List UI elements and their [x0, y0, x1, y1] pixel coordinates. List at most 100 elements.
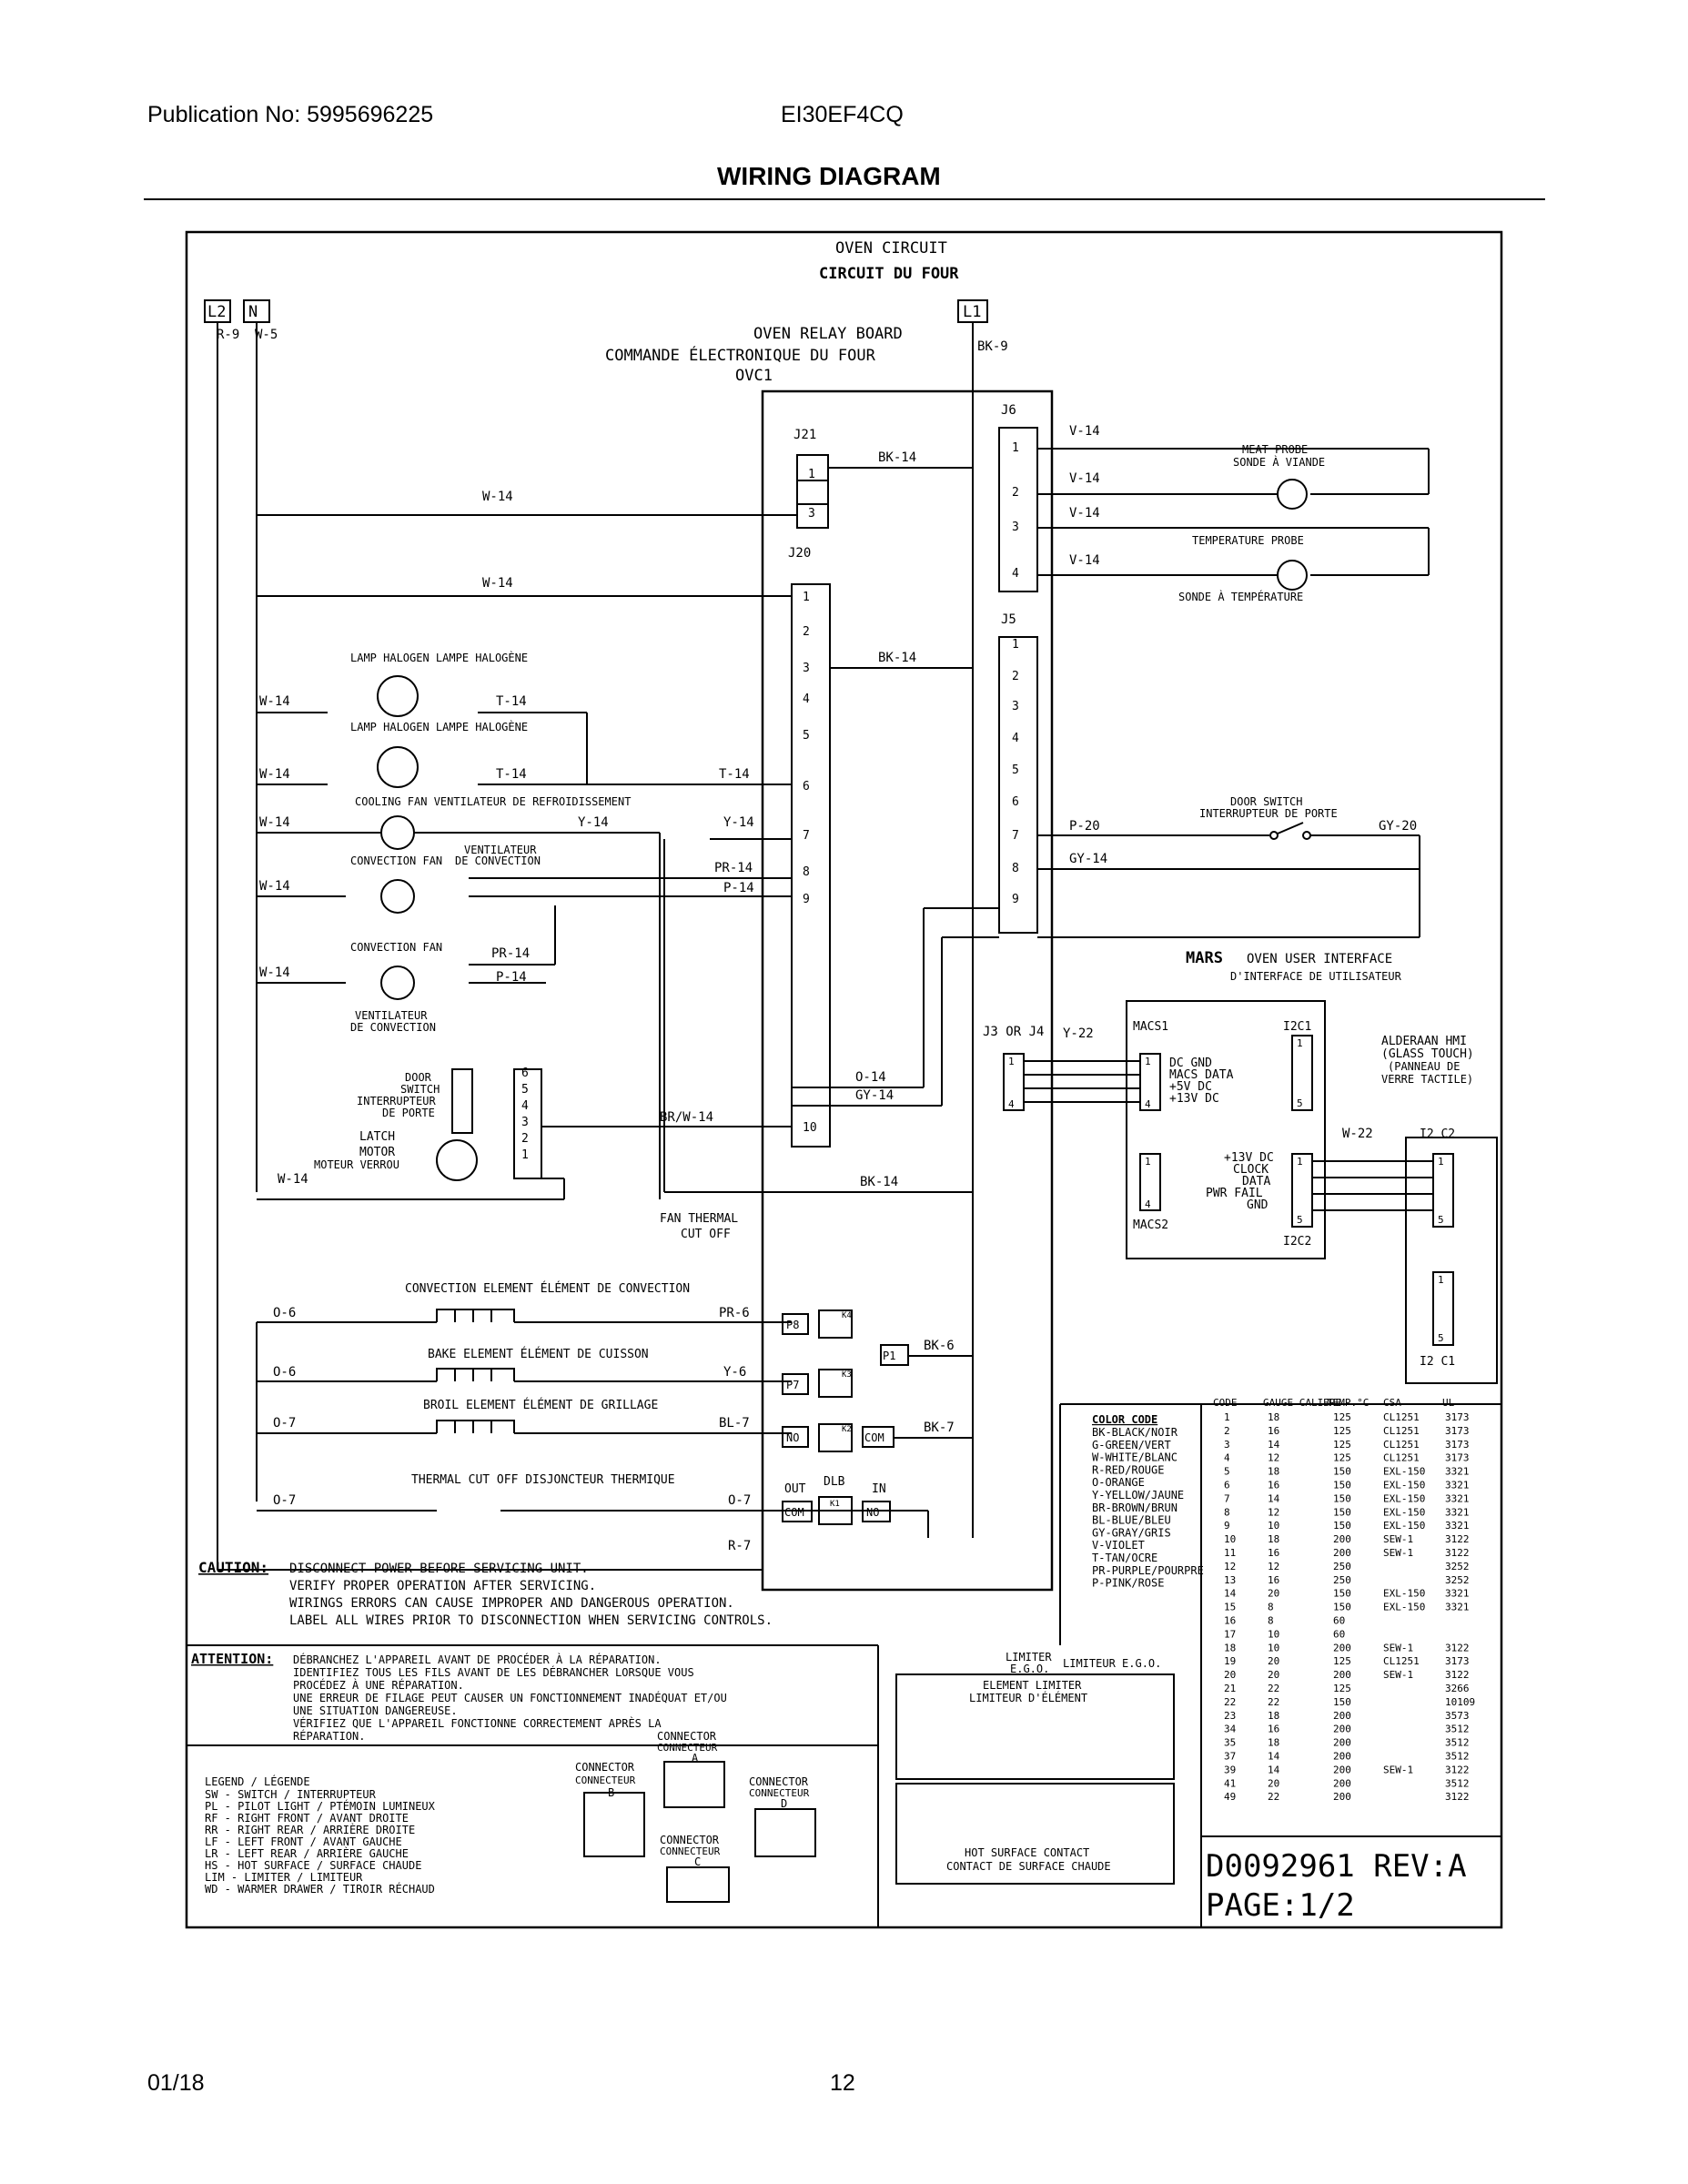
color-code-entry: P-PINK/ROSE [1092, 1577, 1164, 1590]
pin-label: 6 [1012, 795, 1019, 809]
pin-label: 9 [1012, 893, 1019, 906]
pin-labels: 1312345678910123412345678965432114141515… [521, 441, 1444, 1344]
gauge-header: UL [1442, 1397, 1455, 1409]
gauge-cell: 3173 [1445, 1411, 1470, 1423]
oven-relay-board [761, 389, 1054, 1592]
svg-text:BK-9: BK-9 [977, 339, 1008, 354]
svg-text:B: B [608, 1786, 614, 1799]
gauge-cell: 13 [1224, 1574, 1236, 1586]
svg-text:CONNECTEUR: CONNECTEUR [660, 1845, 721, 1857]
svg-text:OUT: OUT [784, 1482, 806, 1496]
svg-text:CLOCK: CLOCK [1233, 1163, 1269, 1177]
pin-label: 7 [1012, 829, 1019, 843]
connector-a-icon [663, 1761, 725, 1808]
svg-text:BK-14: BK-14 [878, 651, 916, 665]
svg-text:P-14: P-14 [496, 970, 527, 985]
svg-text:BK-14: BK-14 [878, 450, 916, 465]
svg-text:Y-14: Y-14 [723, 815, 754, 830]
gauge-cell: 3321 [1445, 1520, 1470, 1532]
latch-connector [513, 1068, 542, 1179]
svg-text:W-5: W-5 [255, 328, 278, 342]
gauge-cell: CL1251 [1383, 1439, 1420, 1451]
svg-text:INTERRUPTEUR: INTERRUPTEUR [357, 1095, 436, 1107]
gauge-cell: 125 [1333, 1411, 1351, 1423]
svg-text:D: D [781, 1797, 787, 1810]
pin-label: 1 [1145, 1056, 1151, 1067]
gauge-cell: 250 [1333, 1561, 1351, 1572]
gauge-cell: 16 [1224, 1615, 1236, 1627]
gauge-cell: 150 [1333, 1480, 1351, 1491]
gauge-cell: 150 [1333, 1466, 1351, 1478]
svg-text:W-14: W-14 [259, 694, 290, 709]
svg-text:Y-22: Y-22 [1063, 1026, 1094, 1041]
svg-text:DÉBRANCHEZ L'APPAREIL AVANT DE: DÉBRANCHEZ L'APPAREIL AVANT DE PROCÉDER … [293, 1653, 662, 1666]
svg-text:I2C1: I2C1 [1283, 1020, 1311, 1034]
pin-label: 5 [1438, 1214, 1444, 1226]
svg-text:GY-14: GY-14 [855, 1088, 894, 1103]
gauge-cell: 10 [1268, 1642, 1279, 1653]
svg-text:P-20: P-20 [1069, 819, 1100, 834]
svg-text:V-14: V-14 [1069, 471, 1100, 486]
gauge-cell: SEW-1 [1383, 1669, 1413, 1681]
svg-text:T-14: T-14 [719, 767, 750, 782]
svg-text:LAMP HALOGEN LAMPE HALOGÈNE: LAMP HALOGEN LAMPE HALOGÈNE [350, 651, 528, 664]
connector-j21 [796, 454, 829, 529]
color-code-entry: Y-YELLOW/JAUNE [1092, 1489, 1184, 1502]
svg-text:+13V DC: +13V DC [1224, 1151, 1274, 1165]
gauge-cell: 125 [1333, 1655, 1351, 1667]
svg-text:BROIL ELEMENT ÉLÉMENT DE GRILL: BROIL ELEMENT ÉLÉMENT DE GRILLAGE [423, 1398, 658, 1412]
gauge-cell: 3122 [1445, 1642, 1470, 1653]
connector-j6 [998, 427, 1038, 592]
svg-text:BAKE ELEMENT ÉLÉMENT DE CUISS: BAKE ELEMENT ÉLÉMENT DE CUISSON [428, 1347, 649, 1361]
svg-text:W-14: W-14 [278, 1172, 308, 1187]
page-title: WIRING DIAGRAM [717, 162, 941, 190]
gauge-cell: 19 [1224, 1655, 1236, 1667]
svg-text:MACS1: MACS1 [1133, 1020, 1168, 1034]
gauge-cell: 34 [1224, 1724, 1237, 1735]
relay-no [782, 1426, 809, 1448]
svg-text:E.G.O.: E.G.O. [1010, 1663, 1049, 1675]
relay-p8 [782, 1313, 809, 1335]
footer-page-number: 12 [830, 2070, 855, 2096]
pin-label: 8 [1012, 862, 1019, 875]
pin-label: 4 [1145, 1198, 1151, 1210]
gauge-cell: 18 [1268, 1710, 1279, 1722]
gauge-cell: 39 [1224, 1764, 1236, 1775]
pin-label: 3 [1012, 700, 1019, 713]
hot-surface-contact-box [895, 1783, 1175, 1885]
relay-k4 [818, 1309, 853, 1339]
gauge-header: GAUGE CALIBRE [1263, 1397, 1341, 1409]
svg-text:PR-14: PR-14 [491, 946, 530, 961]
gauge-cell: 200 [1333, 1791, 1351, 1803]
svg-text:MOTOR: MOTOR [359, 1146, 395, 1159]
svg-text:TEMPERATURE PROBE: TEMPERATURE PROBE [1192, 534, 1304, 547]
svg-text:DE CONVECTION: DE CONVECTION [455, 854, 541, 867]
pin-label: 6 [803, 780, 810, 794]
pin-label: 3 [808, 507, 815, 521]
svg-text:RÉPARATION.: RÉPARATION. [293, 1729, 365, 1743]
svg-text:J20: J20 [788, 546, 811, 561]
pin-label: 5 [1297, 1214, 1303, 1226]
svg-text:VÉRIFIEZ QUE L'APPAREIL FONCTI: VÉRIFIEZ QUE L'APPAREIL FONCTIONNE CORRE… [293, 1716, 662, 1730]
svg-text:INTERRUPTEUR DE PORTE: INTERRUPTEUR DE PORTE [1199, 807, 1338, 820]
gauge-cell: 6 [1224, 1480, 1230, 1491]
gauge-cell: 18 [1268, 1533, 1279, 1545]
svg-text:COM: COM [864, 1431, 884, 1444]
halogen-lamp-icon-2 [377, 746, 419, 788]
pin-label: 4 [803, 693, 810, 706]
gauge-cell: 9 [1224, 1520, 1230, 1532]
gauge-cell: 23 [1224, 1710, 1236, 1722]
gauge-cell: 4 [1224, 1452, 1230, 1464]
svg-text:DE CONVECTION: DE CONVECTION [350, 1021, 436, 1034]
gauge-cell: 20 [1268, 1588, 1279, 1600]
svg-text:J6: J6 [1001, 403, 1016, 418]
gauge-cell: 20 [1268, 1777, 1279, 1789]
pin-label: 7 [803, 829, 810, 843]
gauge-cell: 3122 [1445, 1669, 1470, 1681]
svg-text:LIM - LIMITER / LIMITEUR: LIM - LIMITER / LIMITEUR [205, 1871, 363, 1884]
gauge-cell: 200 [1333, 1751, 1351, 1763]
svg-text:WIRINGS ERRORS CAN CAUSE IMPRO: WIRINGS ERRORS CAN CAUSE IMPROPER AND DA… [289, 1596, 734, 1611]
gauge-header: CSA [1383, 1397, 1401, 1409]
svg-text:BK-7: BK-7 [924, 1421, 955, 1435]
gauge-cell: 10 [1268, 1628, 1279, 1640]
